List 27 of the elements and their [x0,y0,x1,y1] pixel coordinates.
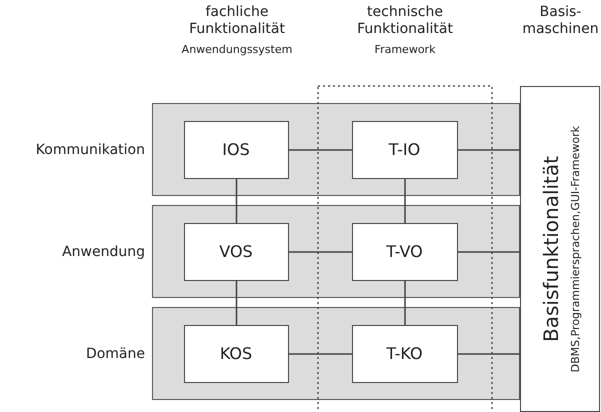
column-subheading: Framework [374,43,436,56]
column-subheading: Anwendungssystem [180,43,294,56]
connector-line [289,149,352,151]
connector-line [289,353,352,355]
column-heading: technische Funktionalität [356,4,454,38]
component-box: VOS [184,222,288,280]
component-box: T-VO [352,222,458,280]
connector-line [289,251,352,253]
connector-line [458,353,520,355]
connector-line [458,149,520,151]
connector-line [458,251,520,253]
component-box: KOS [184,324,288,382]
connector-line [404,281,406,325]
base-title: Basisfunktionalität [538,156,562,342]
connector-line [236,281,238,325]
base-box [520,86,600,412]
connector-line [404,179,406,223]
component-box: T-IO [352,120,458,178]
column-heading: fachliche Funktionalität [188,4,286,38]
layer-label: Domäne [86,346,145,362]
connector-line [236,179,238,223]
base-description: DBMS,Programmiersprachen,GUI-Framework [568,126,582,372]
component-box: T-KO [352,324,458,382]
column-heading: Basis- maschinen [521,4,600,38]
layer-label: Anwendung [62,244,145,260]
layer-label: Kommunikation [36,142,145,158]
component-box: IOS [184,120,288,178]
